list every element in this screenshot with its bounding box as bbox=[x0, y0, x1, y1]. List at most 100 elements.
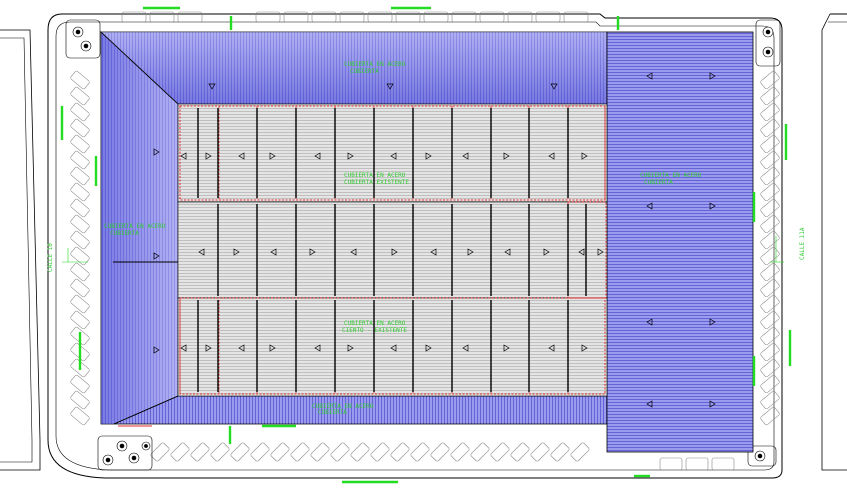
parked-car bbox=[170, 442, 190, 462]
parked-car bbox=[310, 442, 330, 462]
parked-car bbox=[70, 102, 90, 122]
parked-car bbox=[370, 442, 390, 462]
parked-car bbox=[760, 182, 780, 202]
parked-car bbox=[410, 442, 430, 462]
parked-car bbox=[760, 118, 780, 138]
label-cubierta-center-sub: CUBIERTA EXISTENTE bbox=[344, 179, 409, 186]
parked-car bbox=[70, 150, 90, 170]
parked-car bbox=[210, 442, 230, 462]
parked-car bbox=[70, 310, 90, 330]
parked-car bbox=[390, 442, 410, 462]
parked-car bbox=[760, 390, 780, 410]
parked-car bbox=[70, 294, 90, 314]
parked-car bbox=[760, 230, 780, 250]
parked-car bbox=[760, 310, 780, 330]
parked-car bbox=[70, 374, 90, 394]
parked-car bbox=[70, 246, 90, 266]
parked-car bbox=[330, 442, 350, 462]
left-parking-column bbox=[70, 70, 90, 426]
structural-beams bbox=[113, 108, 587, 392]
label-cubierta-right: CUBIERTA EN ACERO bbox=[640, 172, 702, 179]
label-cubierta-right-sub: CUBIERTA bbox=[644, 179, 673, 186]
trees-top-right bbox=[755, 19, 781, 67]
parked-car bbox=[760, 102, 780, 122]
label-cubierta-bottom-sub: CUBIERTA bbox=[318, 409, 347, 416]
parked-car bbox=[149, 11, 175, 23]
label-calle-left: CALLE 10 bbox=[47, 243, 54, 272]
parked-car bbox=[70, 262, 90, 282]
parked-car bbox=[70, 406, 90, 426]
parked-car bbox=[121, 11, 147, 23]
parked-car bbox=[430, 442, 450, 462]
parked-car bbox=[255, 11, 281, 23]
parked-car bbox=[760, 358, 780, 378]
parked-car bbox=[760, 214, 780, 234]
parked-car bbox=[450, 442, 470, 462]
parked-car bbox=[760, 246, 780, 266]
parked-car bbox=[760, 198, 780, 218]
parked-car bbox=[177, 11, 203, 23]
parked-car bbox=[250, 442, 270, 462]
parked-car bbox=[760, 342, 780, 362]
green-markers bbox=[60, 6, 792, 484]
right-parking-column bbox=[760, 70, 780, 426]
parked-car bbox=[190, 442, 210, 462]
roof-labels: CUBIERTA EN ACERO CUBIERTA CUBIERTA EN A… bbox=[47, 61, 806, 416]
parked-car bbox=[760, 134, 780, 154]
parked-car bbox=[70, 358, 90, 378]
slope-arrows bbox=[153, 72, 716, 408]
parked-car bbox=[760, 86, 780, 106]
parked-car bbox=[290, 442, 310, 462]
bottom-parking-row bbox=[150, 442, 735, 471]
parked-car bbox=[760, 150, 780, 170]
parked-car bbox=[70, 214, 90, 234]
parked-car bbox=[550, 442, 570, 462]
trees-bottom-right bbox=[747, 445, 777, 467]
green-axis-markers bbox=[62, 236, 784, 263]
top-parking-row bbox=[121, 11, 589, 23]
roof-hips bbox=[100, 31, 179, 425]
parked-car bbox=[479, 11, 505, 23]
parked-car bbox=[70, 182, 90, 202]
roof-center-middle-gray bbox=[177, 201, 608, 299]
parked-car bbox=[270, 442, 290, 462]
parked-car bbox=[507, 11, 533, 23]
parked-car bbox=[760, 166, 780, 186]
parked-car bbox=[510, 442, 530, 462]
parked-car bbox=[711, 457, 735, 471]
parked-car bbox=[311, 11, 337, 23]
parked-car bbox=[283, 11, 309, 23]
parked-car bbox=[70, 198, 90, 218]
parked-car bbox=[70, 390, 90, 410]
parked-car bbox=[760, 406, 780, 426]
parked-car bbox=[760, 294, 780, 314]
label-cubierta-top: CUBIERTA EN ACERO bbox=[344, 61, 406, 68]
parked-car bbox=[70, 326, 90, 346]
parked-car bbox=[70, 166, 90, 186]
parked-car bbox=[367, 11, 393, 23]
parked-car bbox=[685, 457, 709, 471]
parked-car bbox=[339, 11, 365, 23]
label-cubierta-top-sub: CUBIERTA bbox=[350, 68, 379, 75]
parked-car bbox=[70, 118, 90, 138]
parked-car bbox=[470, 442, 490, 462]
parked-car bbox=[230, 442, 250, 462]
label-cubierta-left: CUBIERTA EN ACERO bbox=[104, 223, 166, 230]
roof-bottom-blue bbox=[113, 395, 608, 425]
parked-car bbox=[70, 278, 90, 298]
parked-car bbox=[535, 11, 561, 23]
parked-car bbox=[570, 442, 590, 462]
parked-car bbox=[423, 11, 449, 23]
parked-car bbox=[760, 278, 780, 298]
parked-car bbox=[70, 70, 90, 90]
label-cubierta-center: CUBIERTA EN ACERO bbox=[344, 172, 406, 179]
label-cubierta-bottom: CUBIERTA EN ACERO bbox=[312, 403, 374, 410]
parked-car bbox=[70, 342, 90, 362]
parked-car bbox=[530, 442, 550, 462]
parked-car bbox=[150, 442, 170, 462]
roof-right-blue bbox=[606, 31, 754, 453]
parked-car bbox=[659, 457, 683, 471]
parked-car bbox=[70, 86, 90, 106]
parked-car bbox=[70, 134, 90, 154]
